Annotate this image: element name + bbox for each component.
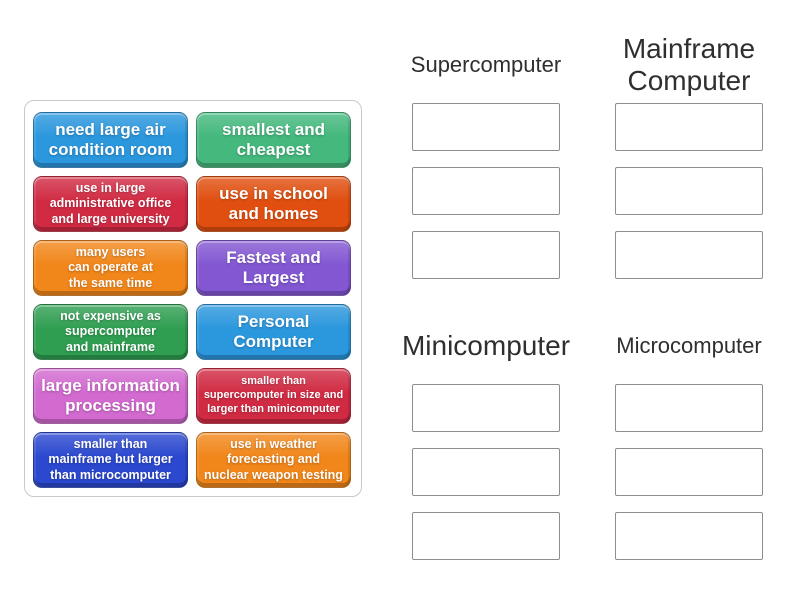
group-supercomputer: Supercomputer (386, 27, 586, 279)
group-microcomputer: Microcomputer (589, 308, 789, 560)
drop-slot[interactable] (615, 448, 763, 496)
draggable-tile[interactable]: smaller than supercomputer in size and l… (196, 368, 351, 424)
tile-panel: need large air condition room smallest a… (24, 100, 362, 497)
draggable-tile[interactable]: use in large administrative office and l… (33, 176, 188, 232)
drop-slot[interactable] (412, 384, 560, 432)
draggable-tile[interactable]: not expensive as supercomputer and mainf… (33, 304, 188, 360)
tile-grid: need large air condition room smallest a… (33, 112, 351, 488)
group-label: Microcomputer (616, 333, 762, 358)
draggable-tile[interactable]: use in weather forecasting and nuclear w… (196, 432, 351, 488)
draggable-tile[interactable]: Fastest and Largest (196, 240, 351, 296)
draggable-tile[interactable]: smaller than mainframe but larger than m… (33, 432, 188, 488)
drop-slot[interactable] (615, 103, 763, 151)
drop-slot[interactable] (412, 103, 560, 151)
drop-slot[interactable] (412, 512, 560, 560)
group-minicomputer: Minicomputer (386, 308, 586, 560)
drop-slot[interactable] (615, 512, 763, 560)
drop-slot[interactable] (615, 167, 763, 215)
draggable-tile[interactable]: use in school and homes (196, 176, 351, 232)
draggable-tile[interactable]: Personal Computer (196, 304, 351, 360)
group-mainframe-computer: Mainframe Computer (589, 27, 789, 279)
draggable-tile[interactable]: need large air condition room (33, 112, 188, 168)
drop-slot[interactable] (615, 231, 763, 279)
draggable-tile[interactable]: many users can operate at the same time (33, 240, 188, 296)
group-label: Mainframe Computer (622, 33, 756, 96)
drop-slot[interactable] (412, 231, 560, 279)
draggable-tile[interactable]: large information processing (33, 368, 188, 424)
group-label: Minicomputer (401, 330, 571, 361)
drop-slot[interactable] (412, 167, 560, 215)
drop-slot[interactable] (412, 448, 560, 496)
group-label: Supercomputer (410, 52, 562, 77)
draggable-tile[interactable]: smallest and cheapest (196, 112, 351, 168)
drop-slot[interactable] (615, 384, 763, 432)
